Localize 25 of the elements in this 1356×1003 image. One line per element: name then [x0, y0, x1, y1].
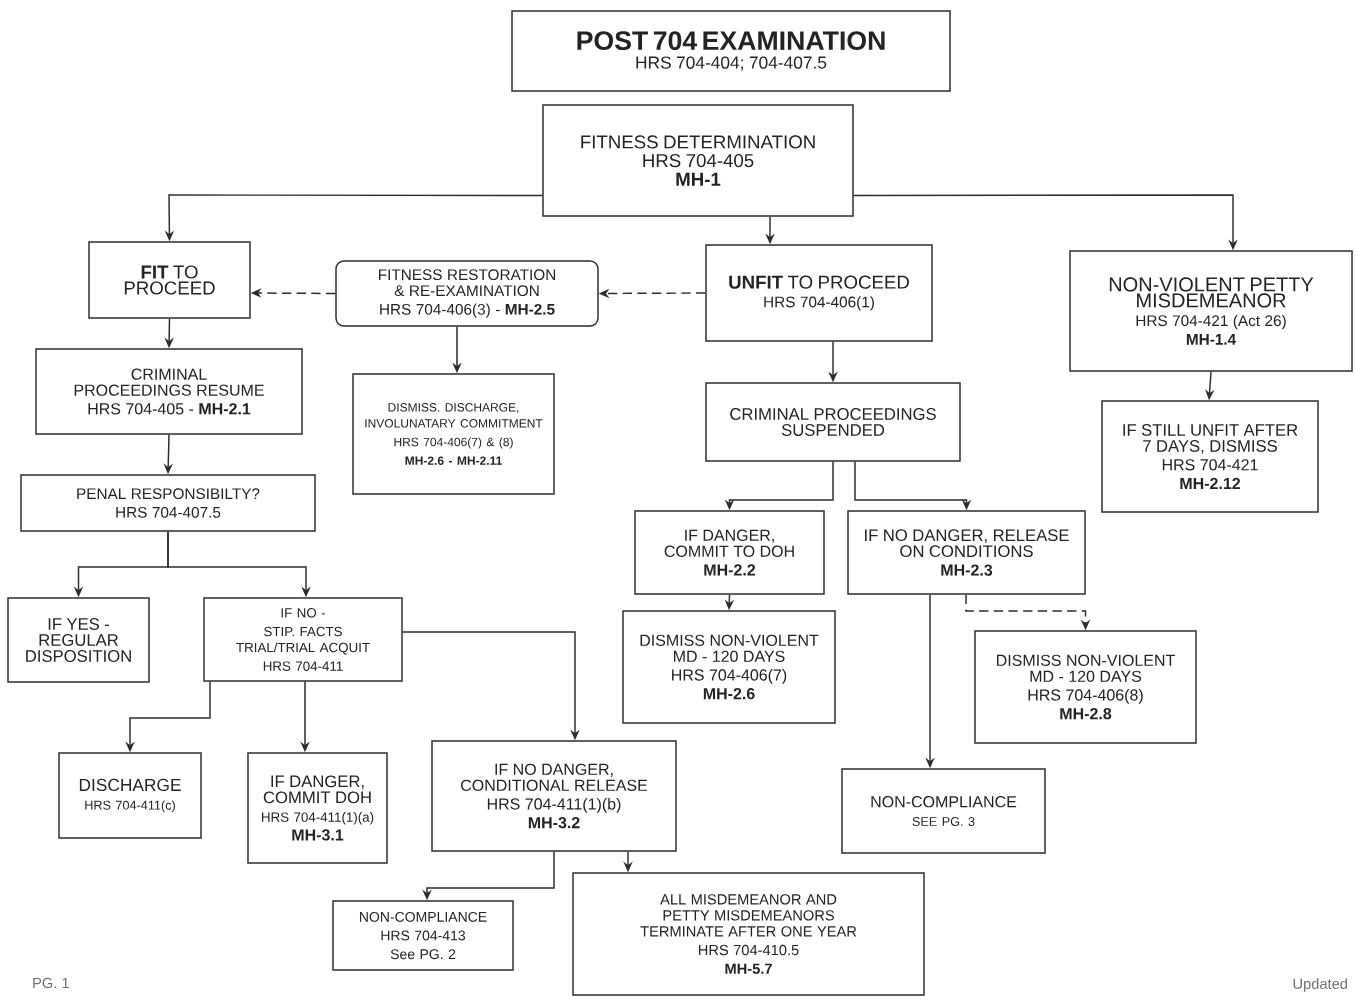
process-box: DISMISS NON-VIOLENT MD - 120 DAYS HRS 704-406(8) MH-2.8 [974, 630, 1197, 744]
process-box: FITNESS DETERMINATION HRS 704-405 MH-1 [542, 104, 854, 217]
process-box: IF NO DANGER, CONDITIONAL RELEASE HRS 704-411(1)(b) MH-3.2 [431, 740, 677, 852]
process-box: NON-COMPLIANCE SEE PG. 3 [841, 768, 1046, 854]
process-box: UNFIT TO PROCEED HRS 704-406(1) [705, 244, 933, 342]
process-box: PENAL RESPONSIBILTY? HRS 704-407.5 [20, 474, 316, 532]
process-box: IF NO DANGER, RELEASE ON CONDITIONS MH-2.3 [847, 510, 1086, 595]
process-box: IF STILL UNFIT AFTER 7 DAYS, DISMISS HRS 704-421 MH-2.12 [1101, 400, 1319, 513]
process-box: IF YES - REGULAR DISPOSITION [7, 597, 150, 683]
process-box: NON-VIOLENT PETTY MISDEMEANOR HRS 704-421 (Act 26) MH-1.4 [1069, 250, 1353, 372]
process-box: DISMISS. DISCHARGE, INVOLUNATARY COMMITMENT HRS 704-406(7) & (8) MH-2.6 - MH-2.11 [352, 373, 555, 495]
process-box: ALL MISDEMEANOR AND PETTY MISDEMEANORS TERMINATE AFTER ONE YEAR HRS 704-410.5 MH-5.7 [572, 872, 925, 996]
process-box: DISCHARGE HRS 704-411(c) [58, 752, 202, 839]
page-note: PG. 1 [33, 977, 69, 989]
process-box: DISMISS NON-VIOLENT MD - 120 DAYS HRS 704-406(7) MH-2.6 [622, 610, 836, 724]
process-box: IF DANGER, COMMIT DOH HRS 704-411(1)(a) MH-3.1 [247, 752, 388, 864]
process-box: CRIMINAL PROCEEDINGS SUSPENDED [705, 382, 961, 462]
process-box: FIT TO PROCEED [88, 241, 251, 319]
process-box: IF NO - STIP. FACTS TRIAL/TRIAL ACQUIT HRS 704-411 [203, 597, 403, 682]
process-box: CRIMINAL PROCEEDINGS RESUME HRS 704-405 - MH-2.1 [35, 348, 303, 435]
process-box: IF DANGER, COMMIT TO DOH MH-2.2 [634, 510, 825, 595]
title-box: POST 704 EXAMINATION HRS 704-404; 704-407.5 [511, 10, 951, 92]
rounded-process-box: FITNESS RESTORATION & RE-EXAMINATION HRS 704-406(3) - MH-2.5 [335, 260, 599, 327]
page-note: Updated [1293, 978, 1347, 992]
process-box: NON-COMPLIANCE HRS 704-413 See PG. 2 [332, 900, 514, 971]
